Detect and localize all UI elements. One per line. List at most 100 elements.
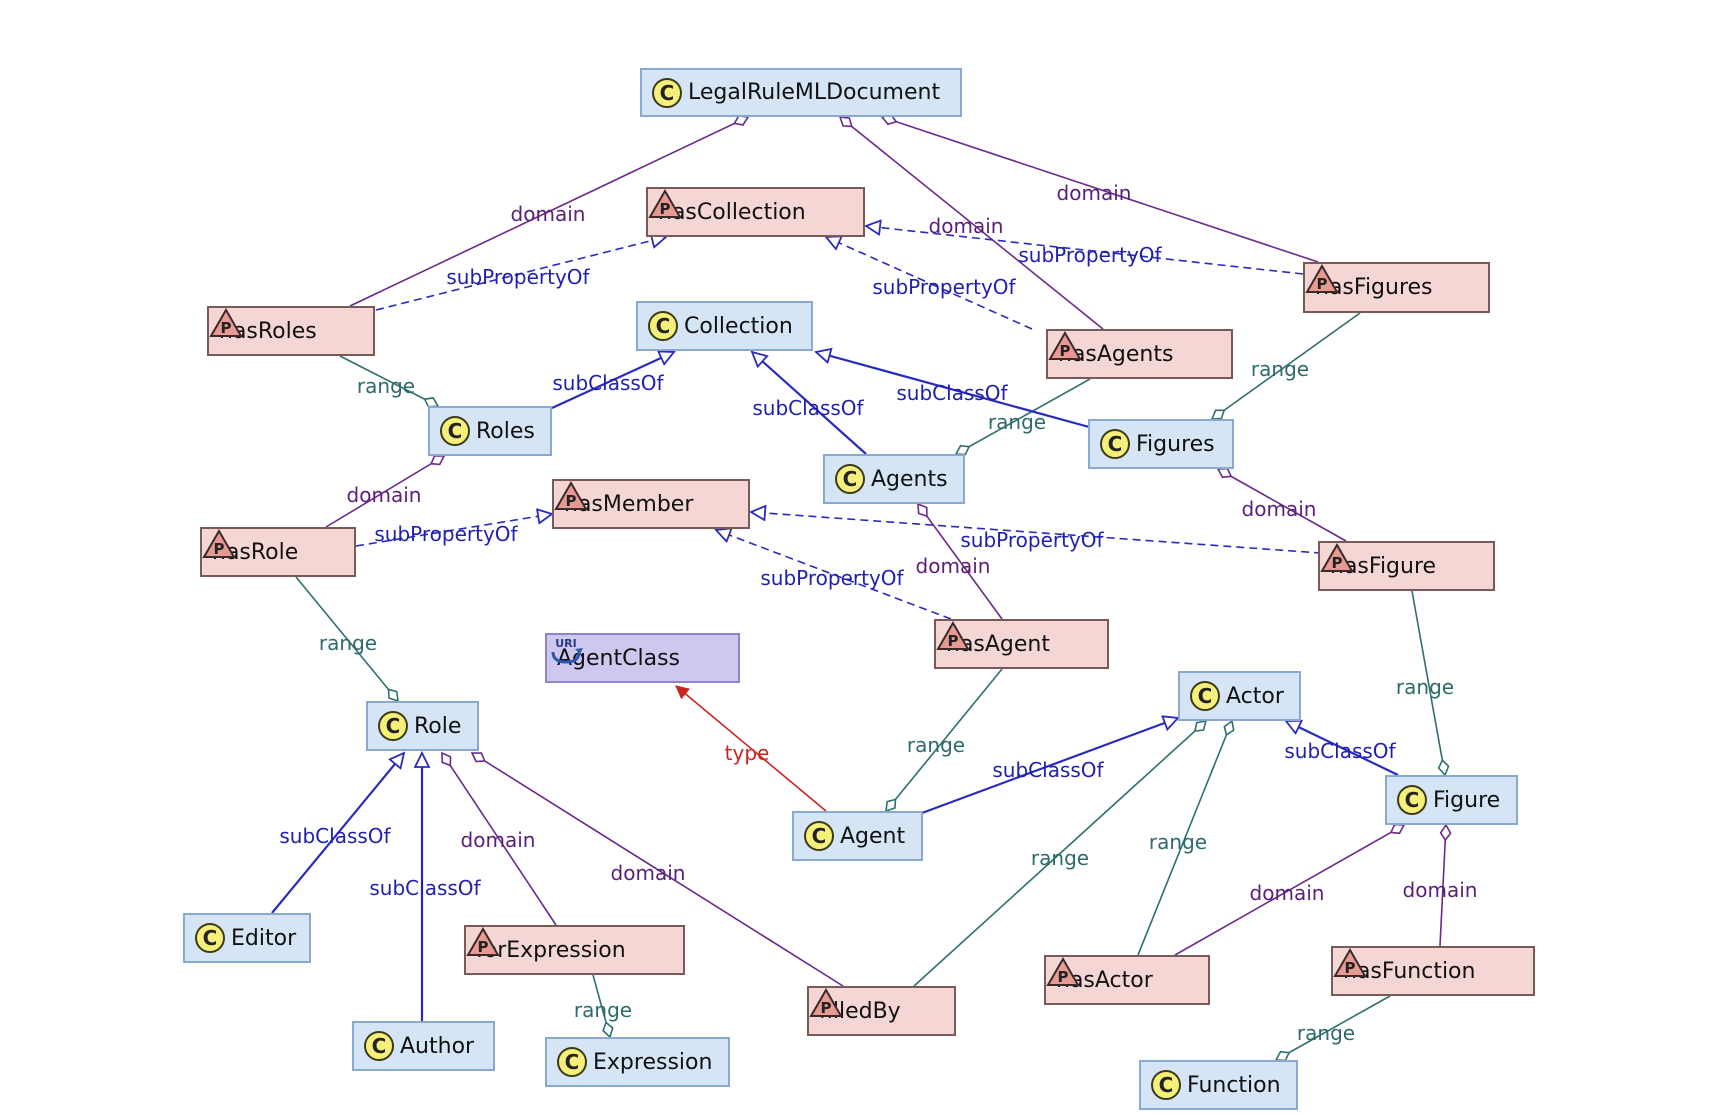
- svg-text:P: P: [1317, 275, 1328, 293]
- svg-text:P: P: [566, 492, 577, 510]
- svg-text:P: P: [821, 999, 832, 1017]
- edge-hasrole-subPropertyOf-hasmember: [355, 514, 552, 547]
- class-badge-icon: C: [1190, 681, 1220, 711]
- edge-label-domain: domain: [1250, 881, 1325, 905]
- edge-label-subClassOf: subClassOf: [752, 396, 864, 420]
- edge-label-range: range: [988, 410, 1046, 434]
- edge-label-range: range: [1031, 846, 1089, 870]
- svg-text:P: P: [221, 319, 232, 337]
- class-badge-icon: C: [195, 923, 225, 953]
- edge-label-range: range: [1297, 1021, 1355, 1045]
- edge-hasrole-domain-roles: [325, 456, 444, 528]
- edge-hasroles-domain-legalrulemldocument: [349, 117, 748, 307]
- edge-label-subPropertyOf: subPropertyOf: [760, 566, 904, 590]
- edge-agent-subClassOf-actor: [921, 718, 1178, 815]
- node-label: Function: [1187, 1072, 1281, 1098]
- node-label: Figures: [1136, 431, 1215, 457]
- edge-label-subClassOf: subClassOf: [992, 758, 1104, 782]
- class-badge-icon: C: [652, 77, 682, 108]
- edge-label-domain: domain: [461, 828, 536, 852]
- edge-hasactor-domain-figure: [1174, 825, 1404, 956]
- edge-label-range: range: [357, 374, 415, 398]
- property-badge-icon: P: [809, 988, 843, 1017]
- edge-hasfunction-range-function: [1276, 995, 1391, 1060]
- edge-label-range: range: [574, 998, 632, 1022]
- edge-label-domain: domain: [916, 554, 991, 578]
- property-badge-icon: P: [1305, 264, 1339, 293]
- edge-label-subPropertyOf: subPropertyOf: [960, 528, 1104, 552]
- svg-text:P: P: [1345, 959, 1356, 977]
- node-label: Expression: [593, 1049, 713, 1075]
- svg-text:P: P: [1058, 968, 1069, 986]
- svg-text:URI: URI: [555, 637, 577, 650]
- edge-label-subClassOf: subClassOf: [369, 876, 481, 900]
- class-badge-icon: C: [835, 464, 865, 494]
- edge-hasfigures-subPropertyOf-hascollection: [866, 226, 1304, 275]
- edge-figures-subClassOf-collection: [816, 352, 1101, 432]
- node-label: hasMember: [564, 491, 694, 517]
- class-badge-icon: C: [364, 1031, 394, 1061]
- edge-hasagents-range-agents: [956, 378, 1091, 454]
- edge-label-subPropertyOf: subPropertyOf: [446, 265, 590, 289]
- edge-hasagent-range-agent: [886, 668, 1003, 811]
- edge-label-domain: domain: [347, 483, 422, 507]
- node-label: Roles: [476, 418, 535, 444]
- class-badge-icon: C: [378, 711, 408, 741]
- class-badge-icon: C: [648, 311, 678, 341]
- edge-label-subClassOf: subClassOf: [896, 381, 1008, 405]
- edge-label-subPropertyOf: subPropertyOf: [374, 522, 518, 546]
- property-badge-icon: P: [1320, 543, 1354, 572]
- edge-hasagent-domain-agents: [918, 504, 1003, 620]
- edge-label-domain: domain: [1057, 181, 1132, 205]
- uri-badge-icon: URI: [551, 637, 583, 664]
- edge-label-domain: domain: [611, 861, 686, 885]
- edge-hasfigures-domain-legalrulemldocument: [882, 117, 1319, 263]
- edge-label-subPropertyOf: subPropertyOf: [872, 275, 1016, 299]
- class-badge-icon: C: [557, 1047, 587, 1077]
- edge-label-subClassOf: subClassOf: [279, 824, 391, 848]
- node-label: Agent: [840, 823, 906, 849]
- node-label: Figure: [1433, 787, 1501, 813]
- edge-label-range: range: [1396, 675, 1454, 699]
- edge-hasagents-subPropertyOf-hascollection: [826, 237, 1033, 330]
- edge-label-subClassOf: subClassOf: [1284, 739, 1396, 763]
- edge-hasfigure-range-figure: [1411, 590, 1445, 775]
- svg-text:P: P: [1060, 342, 1071, 360]
- edge-hasfigures-range-figures: [1212, 312, 1361, 419]
- svg-text:P: P: [1332, 554, 1343, 572]
- node-label: LegalRuleMLDocument: [688, 80, 941, 105]
- edge-hasfunction-domain-figure: [1439, 825, 1446, 947]
- edge-editor-subClassOf-role: [271, 753, 404, 914]
- property-badge-icon: P: [209, 308, 243, 337]
- edge-label-range: range: [1149, 830, 1207, 854]
- node-label: Role: [414, 713, 462, 739]
